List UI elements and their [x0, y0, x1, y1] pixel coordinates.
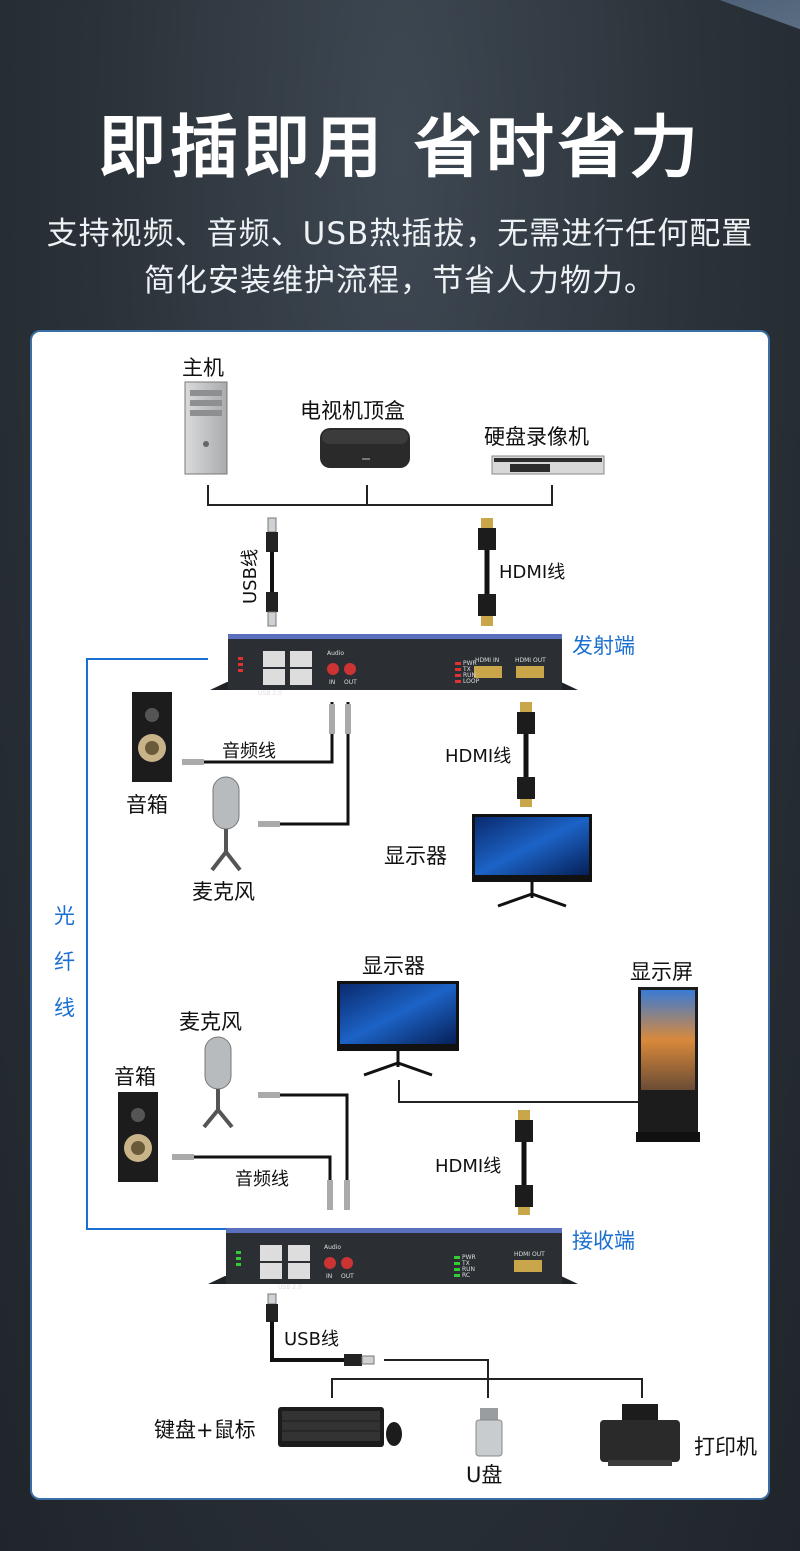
connection-diagram-panel: USB 2.0 Audio IN OUT PWR TX RUN LOOP HDM… — [30, 330, 770, 1500]
corner-decoration — [713, 0, 800, 39]
tx-led-3: RUN — [463, 672, 476, 679]
tx-audio-label: Audio — [327, 650, 344, 657]
hdmi-cable-tx-out-icon — [517, 702, 535, 807]
tx-audio-out: OUT — [344, 679, 357, 686]
receiver-label: 接收端 — [572, 1229, 635, 1253]
usb-cable-bottom-icon — [266, 1293, 375, 1366]
nvr-icon — [491, 455, 605, 475]
speaker-rx-label: 音箱 — [114, 1065, 156, 1089]
display-screen-label: 显示屏 — [630, 960, 693, 984]
speaker-rx-icon — [118, 1092, 158, 1182]
host-pc-icon — [184, 381, 228, 475]
hdmi-cable-rx-icon — [515, 1110, 533, 1215]
rx-led-1: PWR — [462, 1254, 476, 1261]
tx-led-2: TX — [462, 666, 471, 673]
page-title: 即插即用 省时省力 — [98, 109, 702, 188]
usb-cable-top-label: USB线 — [240, 549, 261, 604]
printer-icon — [600, 1404, 680, 1466]
microphone-rx-icon — [202, 1036, 234, 1129]
nvr-label: 硬盘录像机 — [484, 425, 589, 449]
microphone-tx-label: 麦克风 — [192, 880, 255, 904]
tx-usb-label: USB 2.0 — [258, 690, 282, 697]
hdmi-cable-tx-out-label: HDMI线 — [445, 746, 512, 767]
transmitter-device — [210, 634, 578, 690]
diagram-graphics — [86, 381, 700, 1466]
subtitle-line-2: 简化安装维护流程，节省人力物力。 — [144, 263, 656, 299]
monitor-tx-label: 显示器 — [384, 844, 447, 868]
hdmi-cable-top-label: HDMI线 — [499, 562, 566, 583]
rx-hdmi-out: HDMI OUT — [514, 1251, 545, 1258]
microphone-rx-label: 麦克风 — [179, 1010, 242, 1034]
tv-box-icon — [320, 428, 410, 468]
hdmi-cable-rx-label: HDMI线 — [435, 1156, 502, 1177]
audio-cable-rx-label: 音频线 — [235, 1169, 289, 1190]
usb-drive-icon — [475, 1408, 503, 1457]
fiber-label-2: 纤 — [54, 950, 75, 974]
transmitter-label: 发射端 — [572, 634, 635, 658]
display-screen-icon — [636, 987, 700, 1142]
speaker-tx-label: 音箱 — [126, 793, 168, 817]
fiber-label-3: 线 — [54, 996, 75, 1020]
subtitle-line-1: 支持视频、音频、USB热插拔，无需进行任何配置 — [46, 216, 754, 252]
usb-cable-top-icon — [266, 517, 278, 627]
rx-audio-label: Audio — [324, 1244, 341, 1251]
rx-led-4: RC — [462, 1272, 470, 1279]
rx-audio-in: IN — [326, 1273, 332, 1280]
speaker-tx-icon — [132, 692, 172, 782]
rx-usb-label: USB 2.0 — [278, 1284, 302, 1291]
fiber-label-1: 光 — [54, 904, 75, 928]
usb-drive-label: U盘 — [466, 1463, 503, 1487]
device-text-layer: USB 2.0 Audio IN OUT PWR TX RUN LOOP HDM… — [258, 650, 546, 1291]
tx-led-4: LOOP — [463, 678, 480, 685]
tx-hdmi-in: HDMI IN — [475, 657, 499, 664]
keyboard-mouse-label: 键盘+鼠标 — [154, 1418, 256, 1442]
audio-cable-tx-label: 音频线 — [222, 741, 276, 762]
rx-audio-out: OUT — [341, 1273, 354, 1280]
receiver-device — [208, 1228, 578, 1284]
host-label: 主机 — [182, 356, 224, 380]
printer-label: 打印机 — [694, 1435, 757, 1459]
tx-audio-in: IN — [329, 679, 335, 686]
tx-hdmi-out: HDMI OUT — [515, 657, 546, 664]
keyboard-mouse-icon — [278, 1407, 402, 1447]
rx-led-3: RUN — [462, 1266, 475, 1273]
monitor-rx-icon — [337, 981, 459, 1077]
tv-box-label: 电视机顶盒 — [300, 399, 405, 423]
monitor-tx-icon — [472, 814, 592, 908]
rx-led-2: TX — [461, 1260, 470, 1267]
usb-cable-bottom-label: USB线 — [284, 1329, 339, 1350]
hdmi-cable-top-icon — [478, 518, 496, 626]
tx-led-1: PWR — [463, 660, 477, 667]
microphone-tx-icon — [210, 776, 242, 872]
monitor-rx-label: 显示器 — [362, 954, 425, 978]
fiber-line — [86, 658, 228, 1230]
